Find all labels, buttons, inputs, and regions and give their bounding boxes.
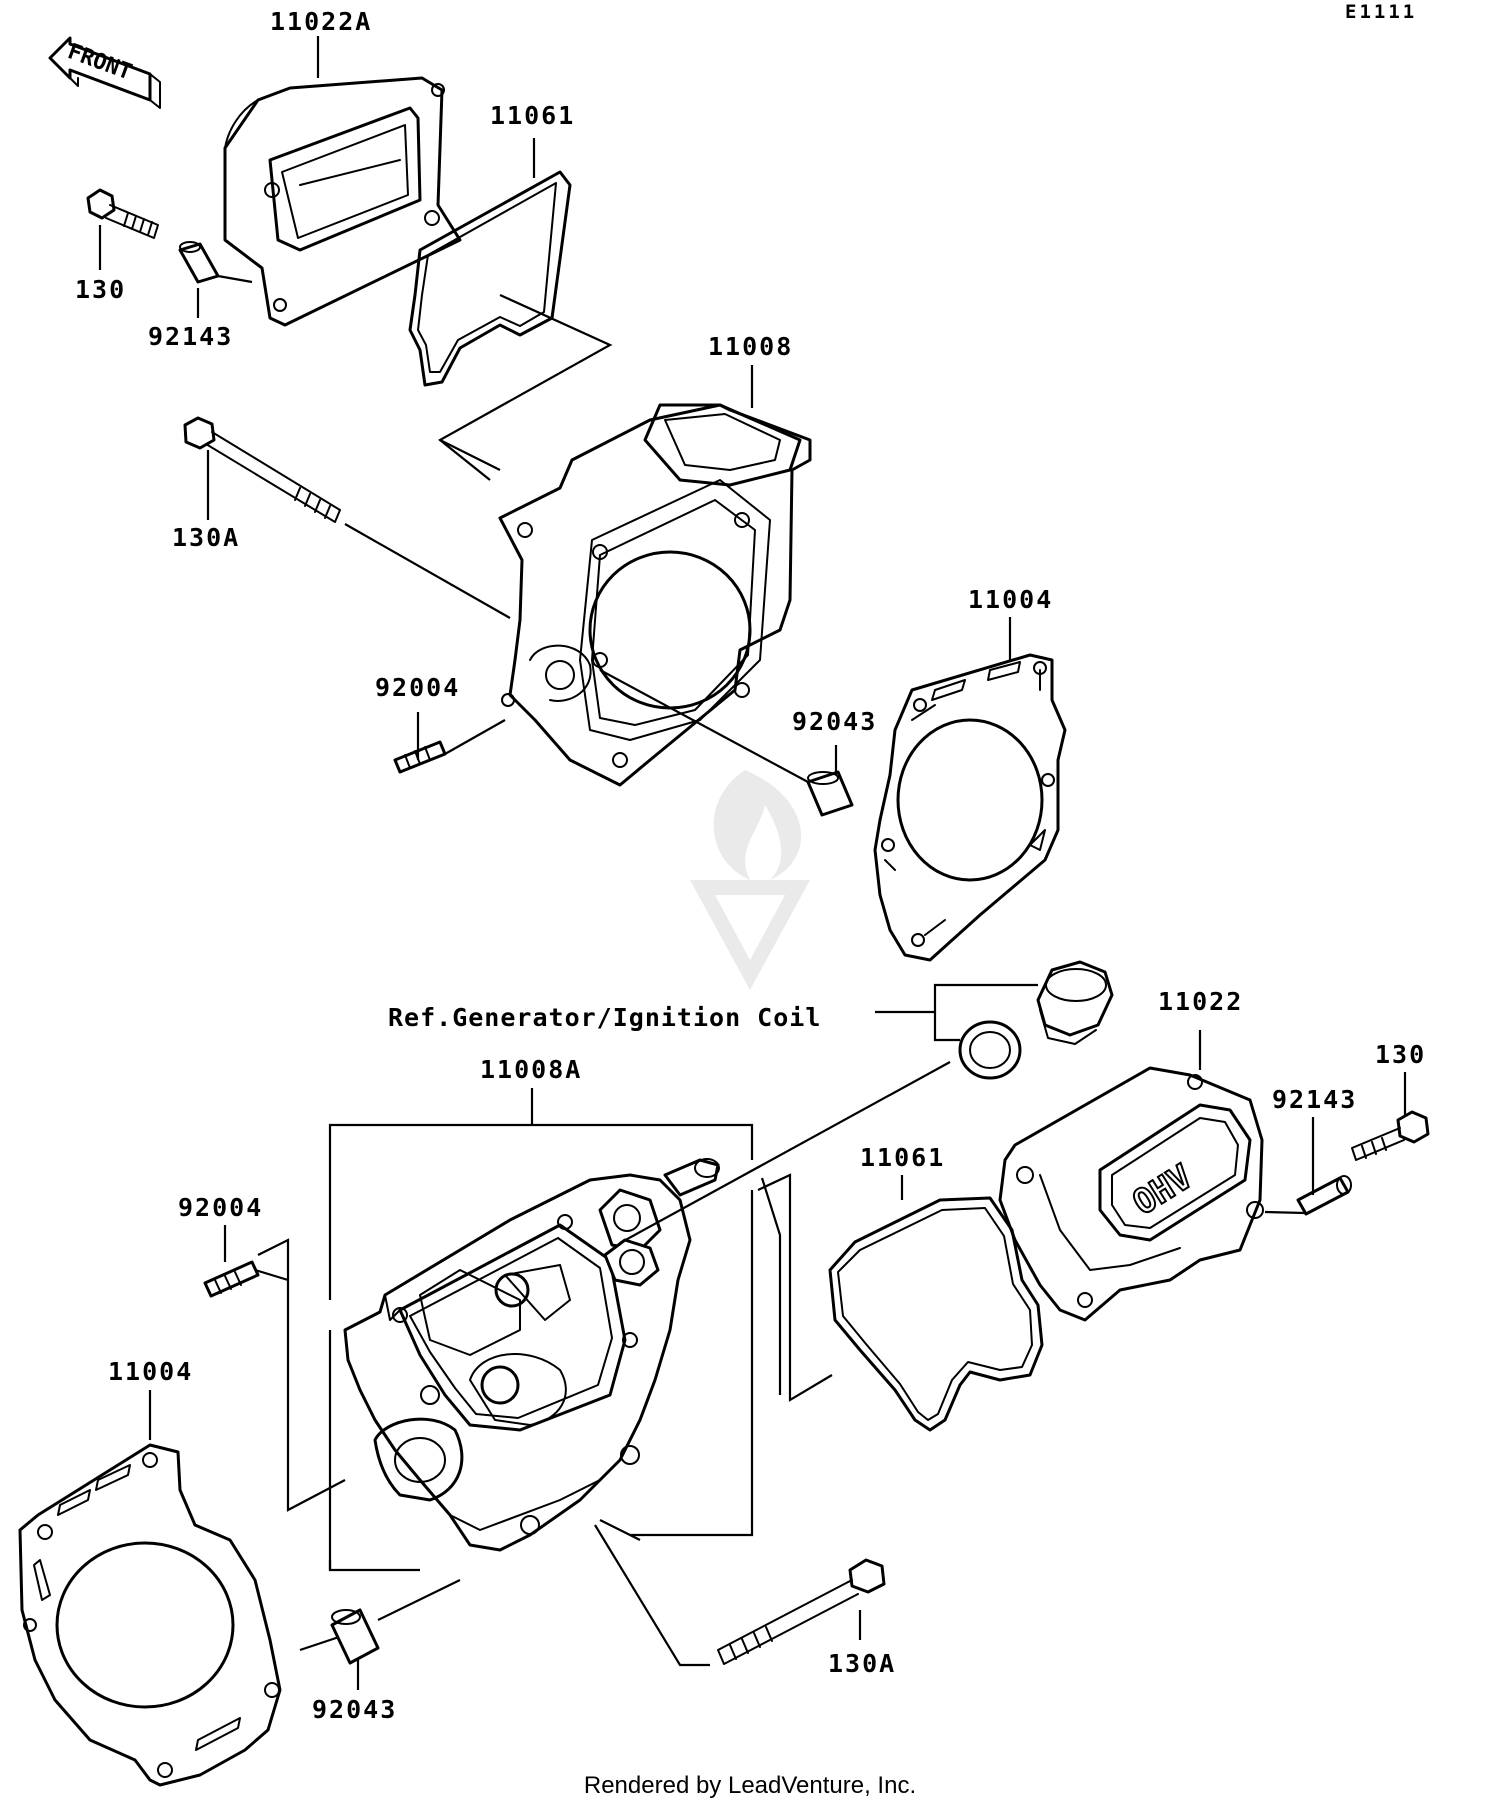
leader-lines-top: [98, 36, 1012, 783]
head-cover-gasket-bottom: [828, 1196, 1044, 1432]
callout-92143-bottom: 92143: [1272, 1085, 1357, 1114]
assembly-bracket-11008A: [328, 1088, 754, 1572]
dowel-pin-92143-bottom: [1296, 1175, 1352, 1216]
watermark-logo: [690, 770, 810, 990]
callout-11061-bottom: 11061: [860, 1143, 945, 1172]
callout-11061-top: 11061: [490, 101, 575, 130]
callout-130A-top: 130A: [172, 523, 240, 552]
dowel-pin-92043-bottom: [330, 1608, 380, 1665]
callout-130A-bottom: 130A: [828, 1649, 896, 1678]
callout-11008A: 11008A: [480, 1055, 582, 1084]
head-cover-gasket-top: [408, 170, 572, 387]
callout-11008: 11008: [708, 332, 793, 361]
reference-note: Ref.Generator/Ignition Coil: [388, 1003, 821, 1032]
cylinder-head-cover-bottom: OHV: [998, 1066, 1264, 1322]
callout-11022A: 11022A: [270, 7, 372, 36]
callout-92043-top: 92043: [792, 707, 877, 736]
callout-11004-top: 11004: [968, 585, 1053, 614]
cylinder-head-bottom: [343, 1158, 720, 1552]
oil-filler-plug: [1036, 960, 1114, 1045]
leader-lines-bottom: [148, 1030, 1407, 1690]
bolt-130A-top: [183, 416, 341, 523]
callout-92043-bottom: 92043: [312, 1695, 397, 1724]
callout-11022: 11022: [1158, 987, 1243, 1016]
callout-11004-bottom: 11004: [108, 1357, 193, 1386]
reference-bracket: [875, 983, 1038, 1042]
stud-92004-bottom: [203, 1260, 260, 1298]
ohv-mark: OHV: [1126, 1157, 1199, 1223]
diagram-code: E1111: [1345, 1, 1417, 23]
cylinder-head-gasket-top: [873, 653, 1067, 962]
cylinder-head-gasket-bottom: [18, 1443, 282, 1787]
cylinder-head-top: [498, 403, 812, 787]
cylinder-head-cover-top: [223, 76, 462, 327]
bolt-130-bottom: [1351, 1110, 1430, 1161]
dowel-pin-92043-top: [806, 770, 854, 817]
callout-92004-bottom: 92004: [178, 1193, 263, 1222]
footer-credit: Rendered by LeadVenture, Inc.: [583, 1772, 917, 1799]
stud-92004-top: [393, 740, 447, 774]
callout-92143-top: 92143: [148, 322, 233, 351]
callout-130-bottom: 130: [1375, 1040, 1426, 1069]
callout-labels: 11022A 11061 130 92143 11008 130A 11004 …: [75, 7, 1426, 1724]
o-ring: [958, 1020, 1022, 1080]
dowel-pin-92143-top: [178, 241, 220, 284]
front-arrow-icon: FRONT: [48, 36, 161, 109]
callout-130-top: 130: [75, 275, 126, 304]
bolt-130A-bottom: [717, 1558, 886, 1665]
callout-92004-top: 92004: [375, 673, 460, 702]
bolt-130-top: [86, 188, 159, 239]
